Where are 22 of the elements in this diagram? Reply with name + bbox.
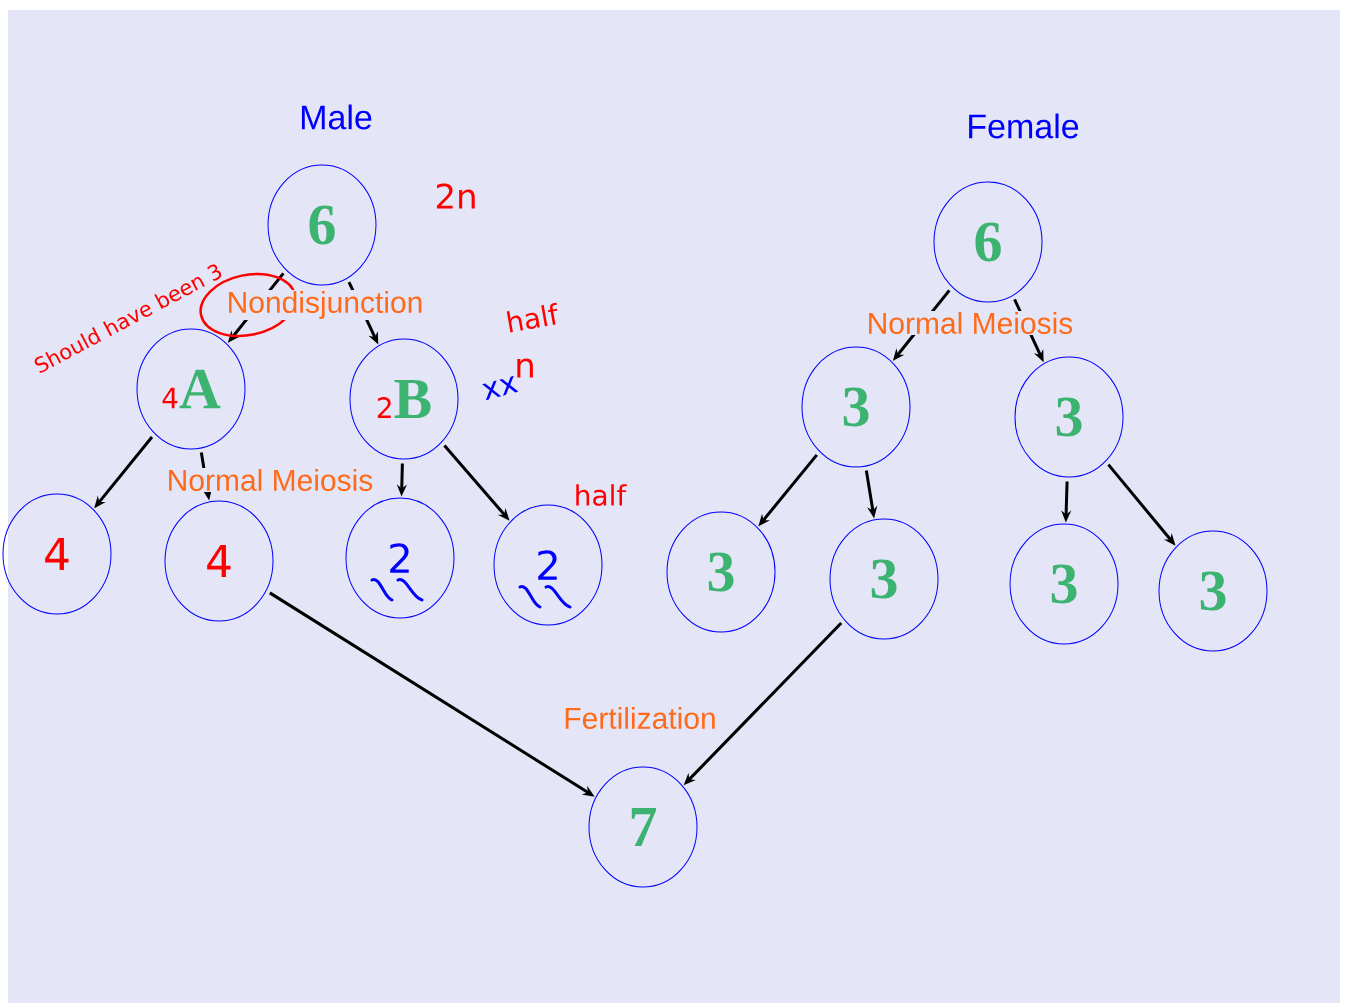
circle-node: 3 [1009, 523, 1119, 645]
text-label: 2n [433, 182, 479, 210]
text-label: Male [298, 103, 374, 131]
text-label: Normal Meiosis [165, 468, 375, 492]
circle-node: 4 [2, 493, 112, 615]
text-label: Normal Meiosis [865, 311, 1075, 335]
circle-node: 3 [1158, 530, 1268, 652]
circle-node: 3 [666, 511, 776, 633]
text-label: n [513, 357, 537, 379]
circle-node: 2 [345, 497, 455, 619]
text-label: Female [965, 112, 1081, 140]
circle-node: 6 [933, 181, 1043, 303]
circle-node: 3 [829, 518, 939, 640]
circle-node: 3 [801, 346, 911, 468]
text-label: Nondisjunction [225, 290, 425, 320]
circle-node: 6 [267, 164, 377, 286]
circle-node: 7 [588, 766, 698, 888]
circle-node: 3 [1014, 356, 1124, 478]
text-label: half [572, 483, 628, 507]
text-label: Fertilization [562, 706, 718, 730]
text-label: half [503, 301, 561, 335]
circle-node: 4 [164, 500, 274, 622]
